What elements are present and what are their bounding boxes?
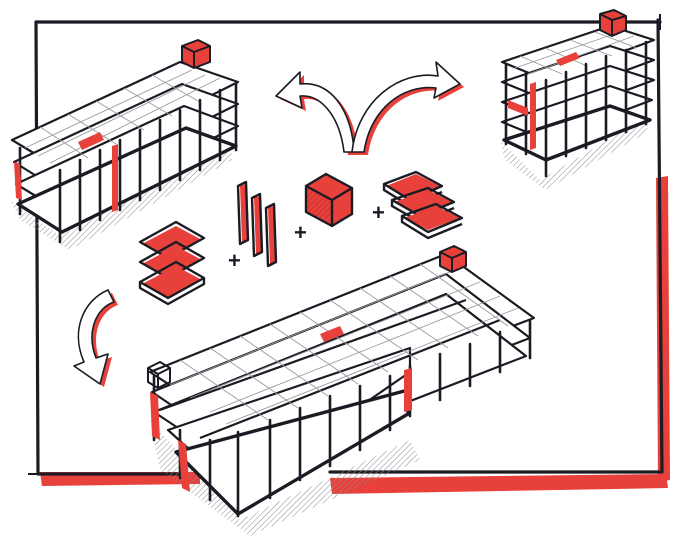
building-combined [148,246,534,536]
component-ramps [384,172,462,238]
operator-plus-1: + [228,248,241,273]
component-columns [238,182,276,266]
component-slabs [140,222,204,304]
arrow-swap-right [352,62,464,155]
component-core [306,174,352,226]
operator-plus: + [228,248,241,273]
operator-plus-3: + [372,200,385,225]
arrow-shape [276,72,354,152]
operator-plus: + [372,200,385,225]
arrow-swap-left [276,72,358,155]
arrow-combine-down [74,290,118,387]
building-top-right [500,10,654,190]
building-top-left [10,40,238,250]
operator-plus-2: + [294,220,307,245]
operator-plus: + [294,220,307,245]
